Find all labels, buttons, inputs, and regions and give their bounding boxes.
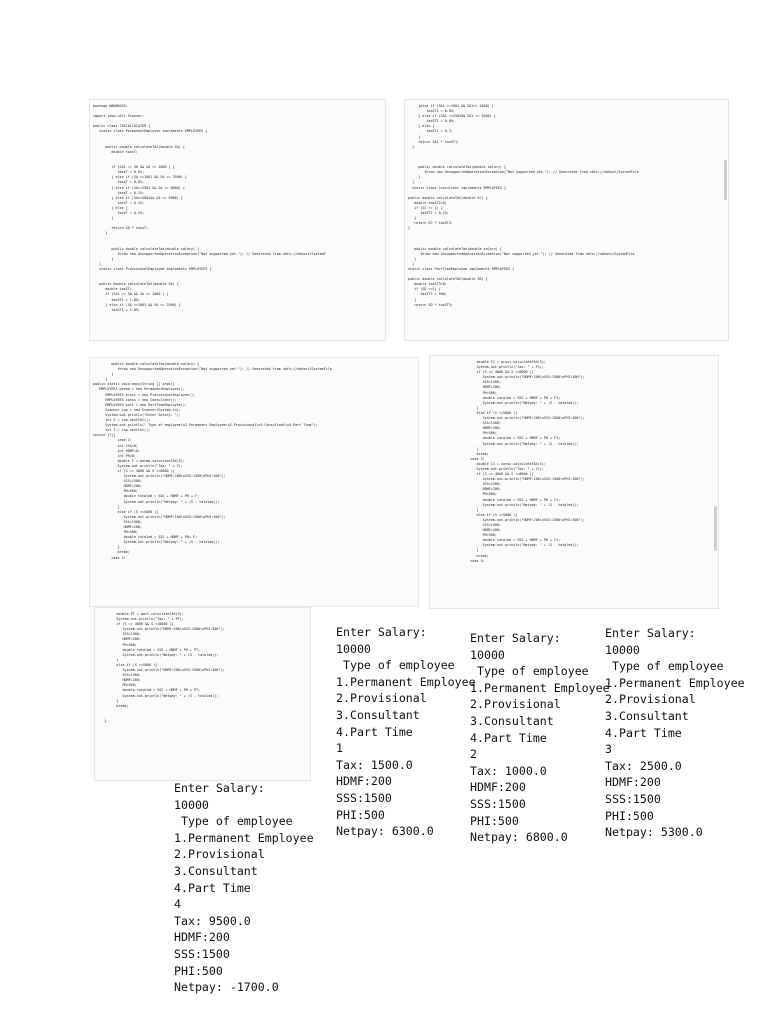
code-panel-top-right: }else if (SA1 >=1001 && SA1<= 2500) { ta… — [405, 100, 728, 340]
console-output-case-2: Enter Salary: 10000 Type of employee 1.P… — [470, 631, 610, 845]
code-panel-middle-left: public double calculateTax(double salary… — [90, 358, 418, 606]
code-text: double F1 = provi.calculateTAX(S); Syste… — [470, 360, 585, 563]
code-panel-bottom-left: double PT = part.calculateTAX(S); System… — [95, 608, 310, 780]
console-output-case-4: Enter Salary: 10000 Type of employee 1.P… — [174, 781, 314, 995]
console-output-case-1: Enter Salary: 10000 Type of employee 1.P… — [336, 625, 476, 839]
console-output-case-3: Enter Salary: 10000 Type of employee 1.P… — [605, 626, 745, 840]
code-text: double PT = part.calculateTAX(S); System… — [104, 612, 225, 723]
code-text: package WANAROSS; import java.util.Scann… — [93, 104, 326, 312]
code-text: public double calculateTax(double salary… — [93, 362, 332, 560]
vertical-scrollbar[interactable] — [724, 160, 727, 200]
code-text: }else if (SA1 >=1001 && SA1<= 2500) { ta… — [408, 104, 639, 307]
vertical-scrollbar[interactable] — [714, 506, 717, 551]
code-panel-top-left: package WANAROSS; import java.util.Scann… — [90, 100, 385, 340]
code-panel-middle-right: double F1 = provi.calculateTAX(S); Syste… — [430, 356, 718, 608]
